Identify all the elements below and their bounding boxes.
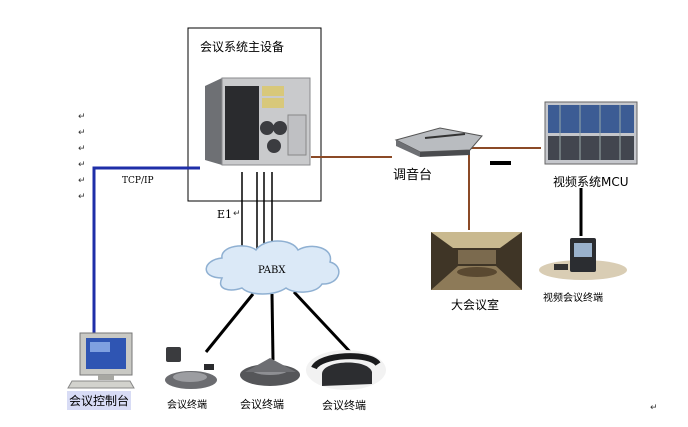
return-mark-icon: ↵ (78, 160, 86, 170)
main-device-title: 会议系统主设备 (200, 40, 285, 54)
desk-phone-icon (306, 350, 386, 390)
e1-label: E1 (217, 208, 233, 221)
e1-trunk-lines (241, 172, 273, 257)
mixer-icon (394, 127, 483, 157)
terminal-label-3: 会议终端 (322, 399, 366, 412)
pabx-cloud (205, 240, 340, 295)
audio-links (311, 147, 541, 230)
mcu-rack-icon (544, 101, 638, 165)
tcp-ip-link (92, 166, 200, 333)
conference-hall-image (431, 232, 522, 290)
conference-hall-label: 大会议室 (451, 298, 500, 312)
console-label: 会议控制台 (67, 391, 132, 410)
return-mark-icon: ↵ (650, 403, 658, 413)
conference-phone-icon-1 (165, 347, 217, 389)
return-mark-icon: ↵ (78, 128, 86, 138)
return-mark-icon: ↵ (78, 192, 86, 202)
main-server-icon (205, 77, 311, 166)
video-terminal-icon (539, 238, 627, 280)
return-mark-icon: ↵ (233, 209, 241, 219)
return-mark-icon: ↵ (78, 176, 86, 186)
pabx-terminal-links (204, 290, 355, 361)
main-device-frame (187, 27, 322, 202)
mcu-label: 视频系统MCU (553, 175, 629, 189)
console-computer-icon (67, 332, 135, 389)
terminal-label-1: 会议终端 (167, 400, 207, 411)
video-terminal-label: 视频会议终端 (543, 293, 603, 304)
conference-phone-icon-2 (240, 358, 300, 386)
return-mark-icon: ↵ (78, 144, 86, 154)
terminal-label-2: 会议终端 (240, 398, 284, 411)
pabx-label: PABX (258, 265, 286, 276)
tcp-ip-label: TCP/IP (122, 176, 154, 186)
return-mark-icon: ↵ (78, 112, 86, 122)
mixer-label: 调音台 (393, 168, 433, 183)
dash-mark (490, 161, 511, 165)
